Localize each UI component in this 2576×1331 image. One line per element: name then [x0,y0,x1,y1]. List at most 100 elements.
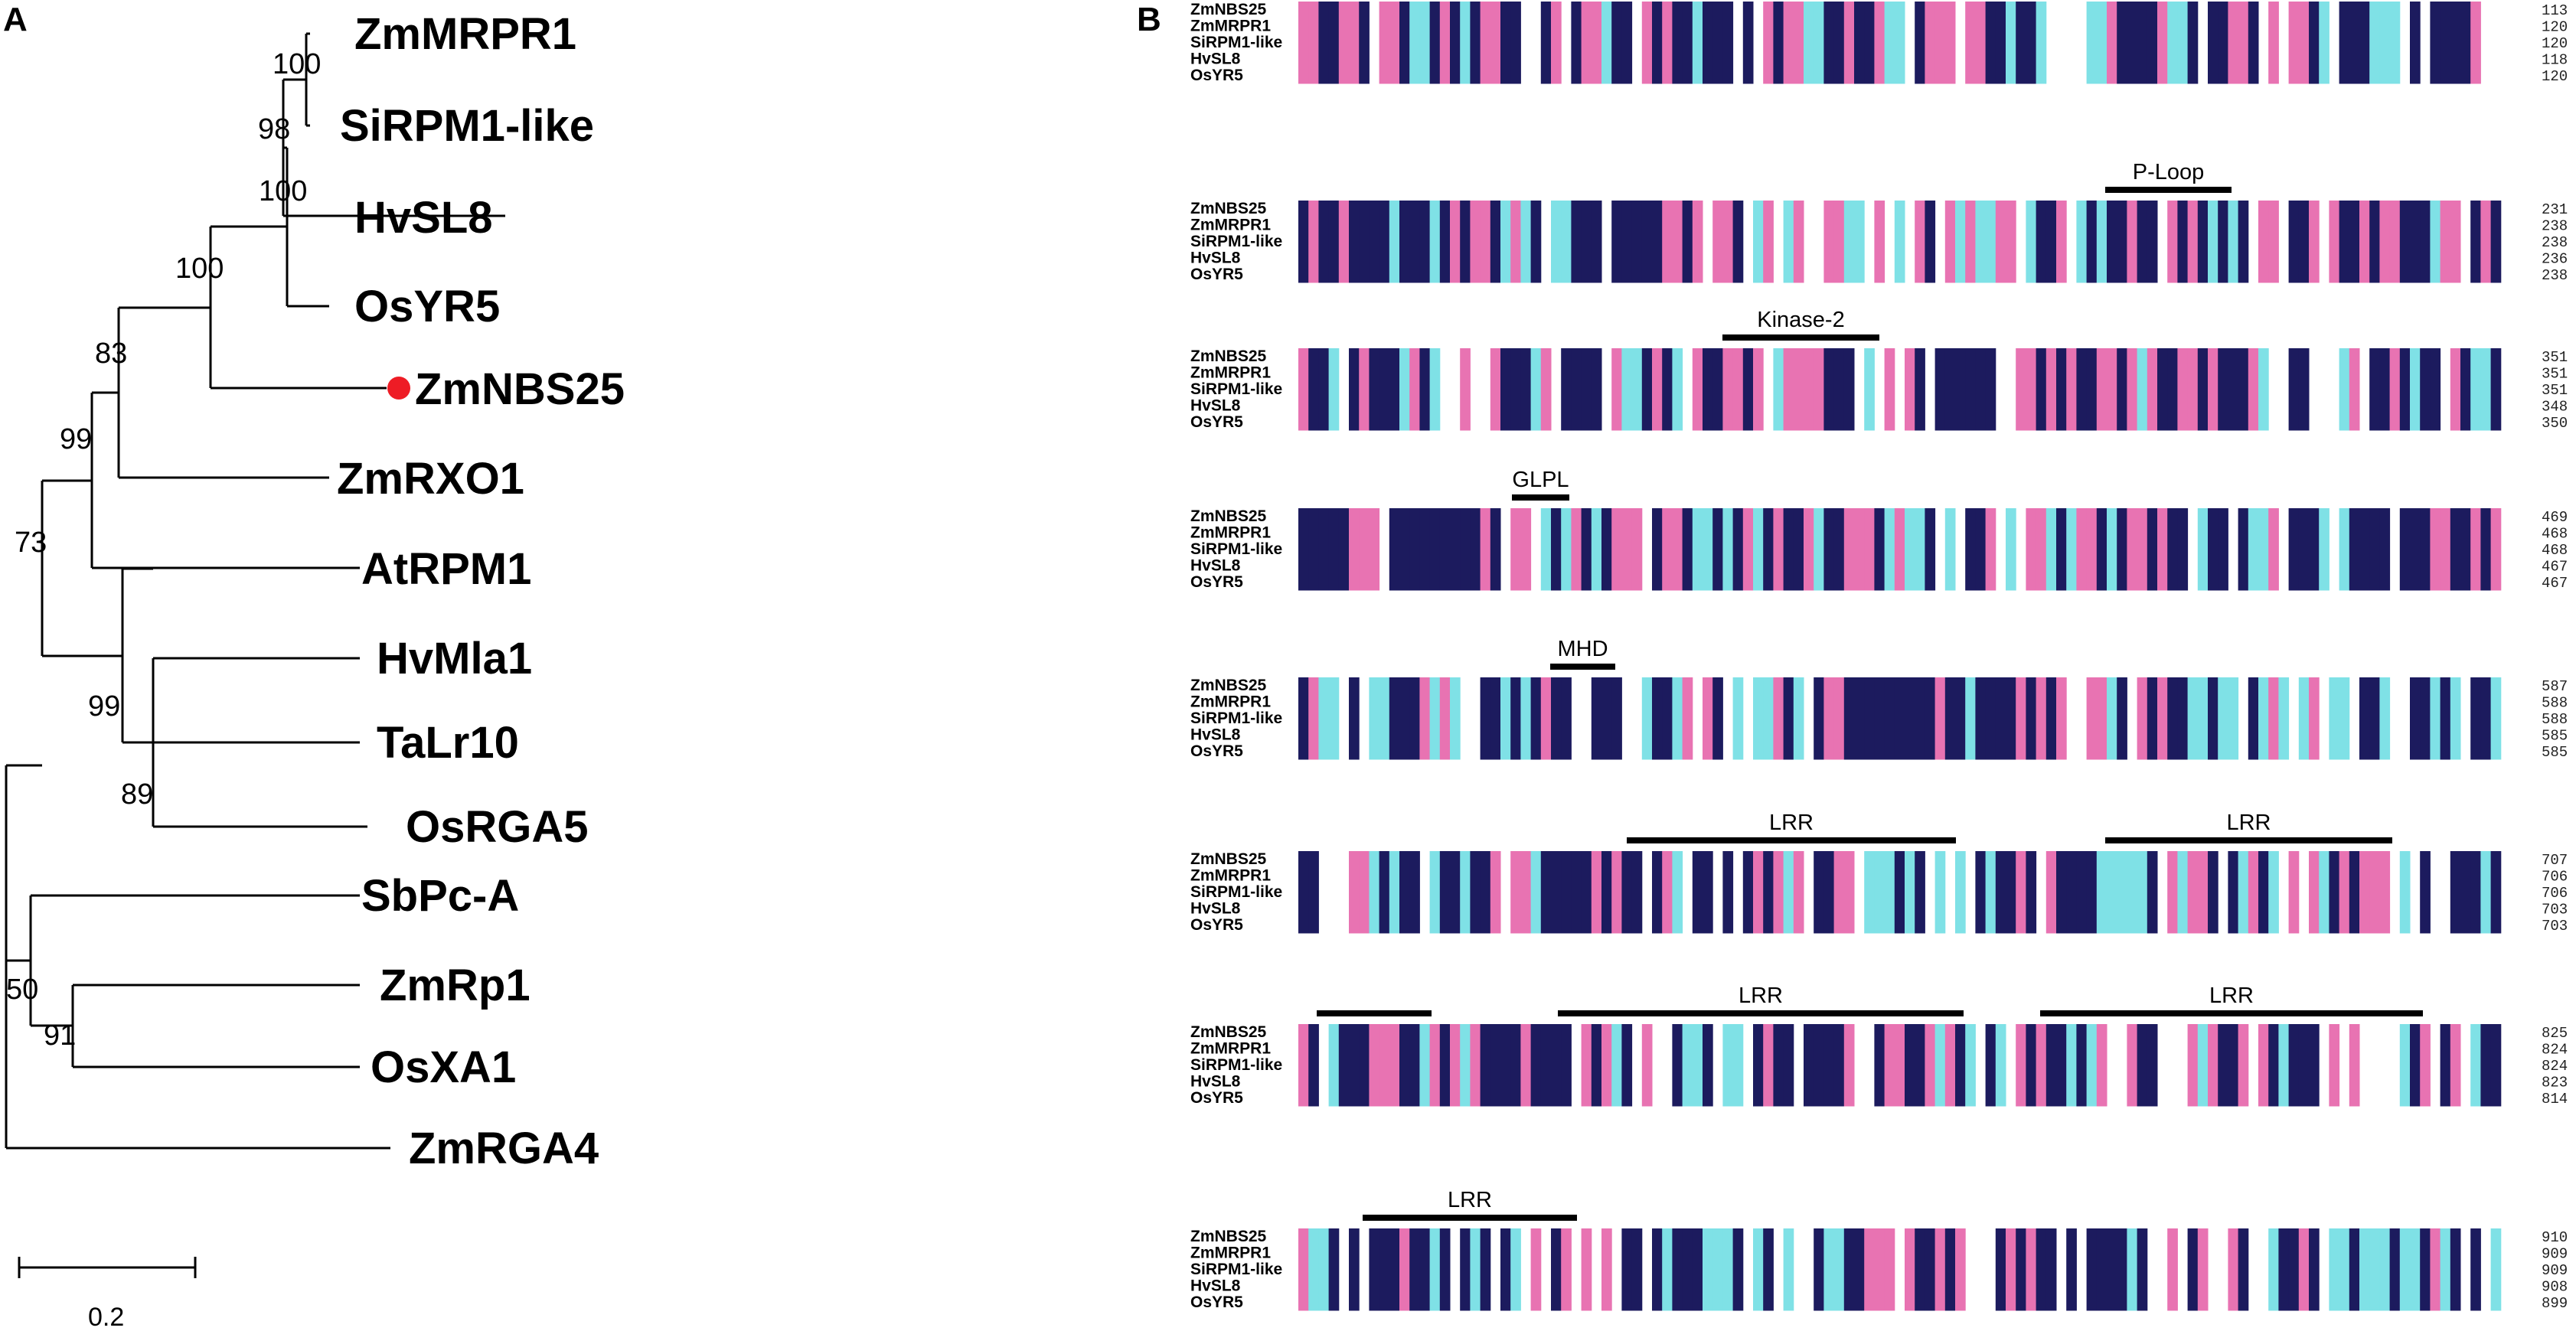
alignment-column [1621,201,1633,283]
alignment-column [2369,851,2380,934]
alignment-column [1631,201,1643,283]
alignment-column [1804,348,1814,431]
alignment-column [2399,201,2411,283]
alignment-column [2096,348,2107,431]
alignment-column [2339,851,2350,934]
alignment-column [1975,201,1987,283]
alignment-column [1804,2,1814,84]
alignment-column [1995,677,2006,760]
alignment-column [2410,1228,2421,1311]
alignment-column [2016,2,2026,84]
alignment-column [1298,1228,1309,1311]
alignment-column [1915,201,1925,283]
alignment-column [1722,851,1734,934]
alignment-column [1773,851,1784,934]
alignment-column [1338,1024,1350,1107]
alignment-column [2086,201,2098,283]
alignment-column [1359,508,1370,591]
alignment-column [2197,508,2209,591]
sequence-name: SiRPM1-like [1190,34,1282,51]
alignment-column [2379,348,2391,431]
alignment-column [1601,1228,1612,1311]
alignment-column [1480,1024,1491,1107]
alignment-column [2006,677,2016,760]
branch [90,391,360,569]
alignment-column [1561,851,1572,934]
alignment-column [1500,677,1511,760]
alignment-column [2086,508,2098,591]
alignment-column [2238,851,2249,934]
alignment-column [1985,851,1996,934]
alignment-column [1995,201,2006,283]
alignment-column [1530,348,1542,431]
sequence-position: 238 [2542,267,2568,284]
alignment-column [1379,677,1390,760]
alignment-column [1864,2,1875,84]
alignment-column [2450,508,2461,591]
alignment-column [1551,508,1562,591]
alignment-column [1349,348,1360,431]
leaf-label: ZmRGA4 [409,1124,599,1173]
alignment-column [1419,677,1431,760]
alignment-column [2470,201,2481,283]
alignment-column [2086,348,2098,431]
alignment-column [1571,2,1582,84]
alignment-column [1763,508,1774,591]
alignment-column [1915,508,1925,591]
alignment-column [1975,2,1987,84]
alignment-column [1814,508,1824,591]
alignment-column [1520,677,1532,760]
alignment-column [1389,677,1400,760]
alignment-column [2268,2,2279,84]
alignment-column [2117,851,2127,934]
alignment-column [1581,2,1592,84]
alignment-column [1753,851,1764,934]
alignment-column [1328,2,1340,84]
sequence-name: ZmNBS25 [1190,850,1267,868]
alignment-column [2349,508,2360,591]
alignment-column [2379,851,2391,934]
alignment-column [2288,1024,2300,1107]
alignment-column [1510,201,1521,283]
alignment-column [2490,1024,2502,1107]
alignment-column [2339,201,2350,283]
alignment-column [1934,348,1946,431]
alignment-column [1874,677,1885,760]
alignment-column [1965,2,1976,84]
alignment-column [1308,2,1319,84]
alignment-column [1843,348,1855,431]
alignment-column [1884,677,1895,760]
alignment-column [1591,508,1602,591]
alignment-column [1975,348,1987,431]
alignment-column [1510,1228,1521,1311]
alignment-column [2147,201,2158,283]
sequence-position: 468 [2542,542,2568,559]
alignment-column [1874,2,1885,84]
alignment-column [2096,1228,2107,1311]
alignment-column [1611,851,1622,934]
alignment-column [1631,348,1643,431]
alignment-column [1561,1228,1572,1311]
alignment-column [1429,348,1441,431]
alignment-column [1843,677,1855,760]
motif-bar [1627,837,1956,843]
alignment-column [2298,677,2310,760]
alignment-column [1318,1228,1330,1311]
alignment-column [2137,348,2148,431]
alignment-column [2440,677,2451,760]
alignment-column [1328,508,1340,591]
alignment-column [2076,851,2088,934]
alignment-column [1369,1228,1380,1311]
alignment-column [1874,851,1885,934]
alignment-column [1470,1024,1481,1107]
alignment-column [1712,508,1723,591]
alignment-column [2238,1228,2249,1311]
sequence-position: 351 [2542,382,2568,399]
alignment-column [2410,677,2421,760]
alignment-column [1934,1024,1946,1107]
alignment-column [1854,677,1865,760]
alignment-column [2026,2,2037,84]
alignment-column [2086,1024,2098,1107]
alignment-column [2490,1228,2502,1311]
alignment-column [1439,2,1451,84]
